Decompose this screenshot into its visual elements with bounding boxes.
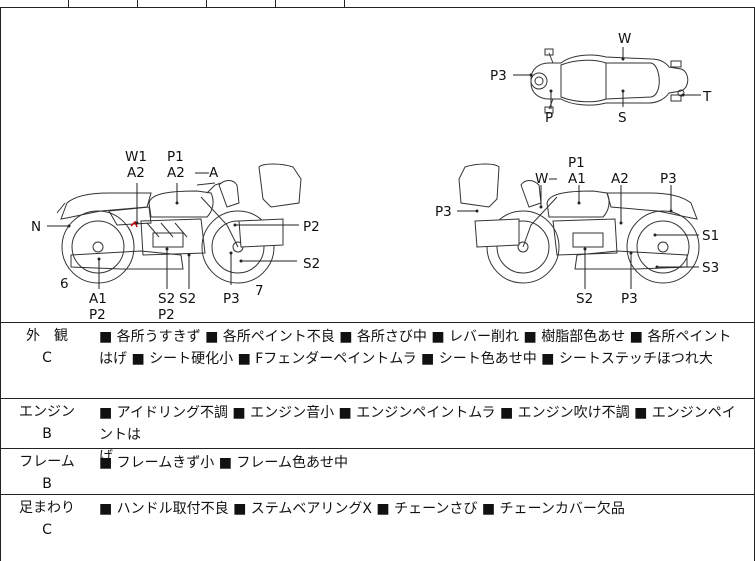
category-cell: フレーム B	[1, 449, 93, 495]
strip-cell	[344, 0, 755, 7]
description-line: はげ ■ シート硬化小 ■ Fフェンダーペイントムラ ■ シート色あせ中 ■ シ…	[99, 351, 713, 367]
label-P2-left: P2	[303, 219, 320, 235]
label-W: W	[618, 31, 631, 47]
condition-description: ■ アイドリング不調 ■ エンジン音小 ■ エンジンペイントムラ ■ エンジン吹…	[99, 402, 748, 468]
label-A2-left: A2	[127, 165, 145, 181]
label-W-right: W	[535, 171, 548, 187]
motorcycle-diagram-svg: W P3 P S T	[31, 31, 719, 322]
label-A1-left: A1	[89, 291, 107, 307]
description-line: ■ 各所うすきず ■ 各所ペイント不良 ■ 各所さび中 ■ レバー削れ ■ 樹脂…	[99, 329, 732, 345]
label-S2b-left: S2	[158, 291, 175, 307]
condition-row-engine: エンジン B ■ アイドリング不調 ■ エンジン音小 ■ エンジンペイントムラ …	[1, 398, 754, 465]
category-cell: 足まわり C	[1, 495, 93, 541]
label-S2c-left: S2	[179, 291, 196, 307]
condition-description: ■ 各所うすきず ■ 各所ペイント不良 ■ 各所さび中 ■ レバー削れ ■ 樹脂…	[99, 326, 748, 370]
damage-diagram: W P3 P S T	[0, 7, 755, 322]
description-line: ■ フレームきず小 ■ フレーム色あせ中	[99, 455, 348, 471]
condition-row-exterior: 外 観 C ■ 各所うすきず ■ 各所ペイント不良 ■ 各所さび中 ■ レバー削…	[1, 322, 754, 398]
label-7: 7	[255, 283, 264, 299]
label-P1-left: P1	[167, 149, 184, 165]
condition-table: 外 観 C ■ 各所うすきず ■ 各所ペイント不良 ■ 各所さび中 ■ レバー削…	[0, 322, 755, 561]
category-cell: 外 観 C	[1, 323, 93, 369]
label-A1-right: A1	[568, 171, 586, 187]
label-S1-right: S1	[702, 228, 719, 244]
strip-cell	[137, 0, 206, 7]
label-P3: P3	[490, 68, 507, 84]
category-name: エンジン	[19, 404, 75, 420]
left-side-motorcycle: W1 A2 P1 A2 A N P2 S2 6 7 A1 P2 S2 P2 S2…	[31, 149, 320, 322]
label-P3-left: P3	[223, 291, 240, 307]
category-name: フレーム	[19, 454, 75, 470]
label-A2b-left: A2	[167, 165, 185, 181]
condition-description: ■ ハンドル取付不良 ■ ステムベアリングX ■ チェーンさび ■ チェーンカバ…	[99, 498, 748, 520]
label-P3c-right: P3	[621, 291, 638, 307]
label-N: N	[31, 219, 41, 235]
strip-cell	[68, 0, 137, 7]
label-S2-right: S2	[576, 291, 593, 307]
label-P: P	[545, 110, 553, 126]
label-P1-right: P1	[568, 155, 585, 171]
label-S2-left: S2	[303, 256, 320, 272]
label-P3b-right: P3	[435, 204, 452, 220]
condition-row-suspension: 足まわり C ■ ハンドル取付不良 ■ ステムベアリングX ■ チェーンさび ■…	[1, 494, 754, 561]
top-table-strip	[0, 0, 755, 8]
top-view-motorcycle: W P3 P S T	[490, 31, 712, 126]
label-W1: W1	[125, 149, 147, 165]
label-A-left: A	[209, 165, 219, 181]
description-line: げ	[99, 449, 113, 465]
condition-description: ■ フレームきず小 ■ フレーム色あせ中	[99, 452, 748, 474]
category-grade: C	[42, 522, 52, 538]
strip-cell	[275, 0, 344, 7]
label-P2b-left: P2	[89, 307, 106, 322]
strip-cell	[206, 0, 275, 7]
label-A2-right: A2	[611, 171, 629, 187]
category-name: 外 観	[26, 328, 68, 344]
label-6: 6	[60, 276, 69, 292]
description-line: ■ ハンドル取付不良 ■ ステムベアリングX ■ チェーンさび ■ チェーンカバ…	[99, 501, 625, 517]
label-S: S	[618, 110, 627, 126]
category-name: 足まわり	[19, 500, 75, 516]
label-P2c-left: P2	[158, 307, 175, 322]
label-S3-right: S3	[702, 260, 719, 276]
right-side-motorcycle: W P1 A1 A2 P3 P3 S1 S3 S2 P3	[435, 155, 719, 307]
condition-row-frame: フレーム B ■ フレームきず小 ■ フレーム色あせ中	[1, 448, 754, 494]
category-grade: B	[42, 426, 52, 442]
category-grade: B	[42, 476, 52, 492]
category-cell: エンジン B	[1, 399, 93, 445]
label-P3a-right: P3	[660, 171, 677, 187]
category-grade: C	[42, 350, 52, 366]
label-T: T	[702, 89, 712, 105]
description-line: ■ アイドリング不調 ■ エンジン音小 ■ エンジンペイントムラ ■ エンジン吹…	[99, 405, 736, 443]
